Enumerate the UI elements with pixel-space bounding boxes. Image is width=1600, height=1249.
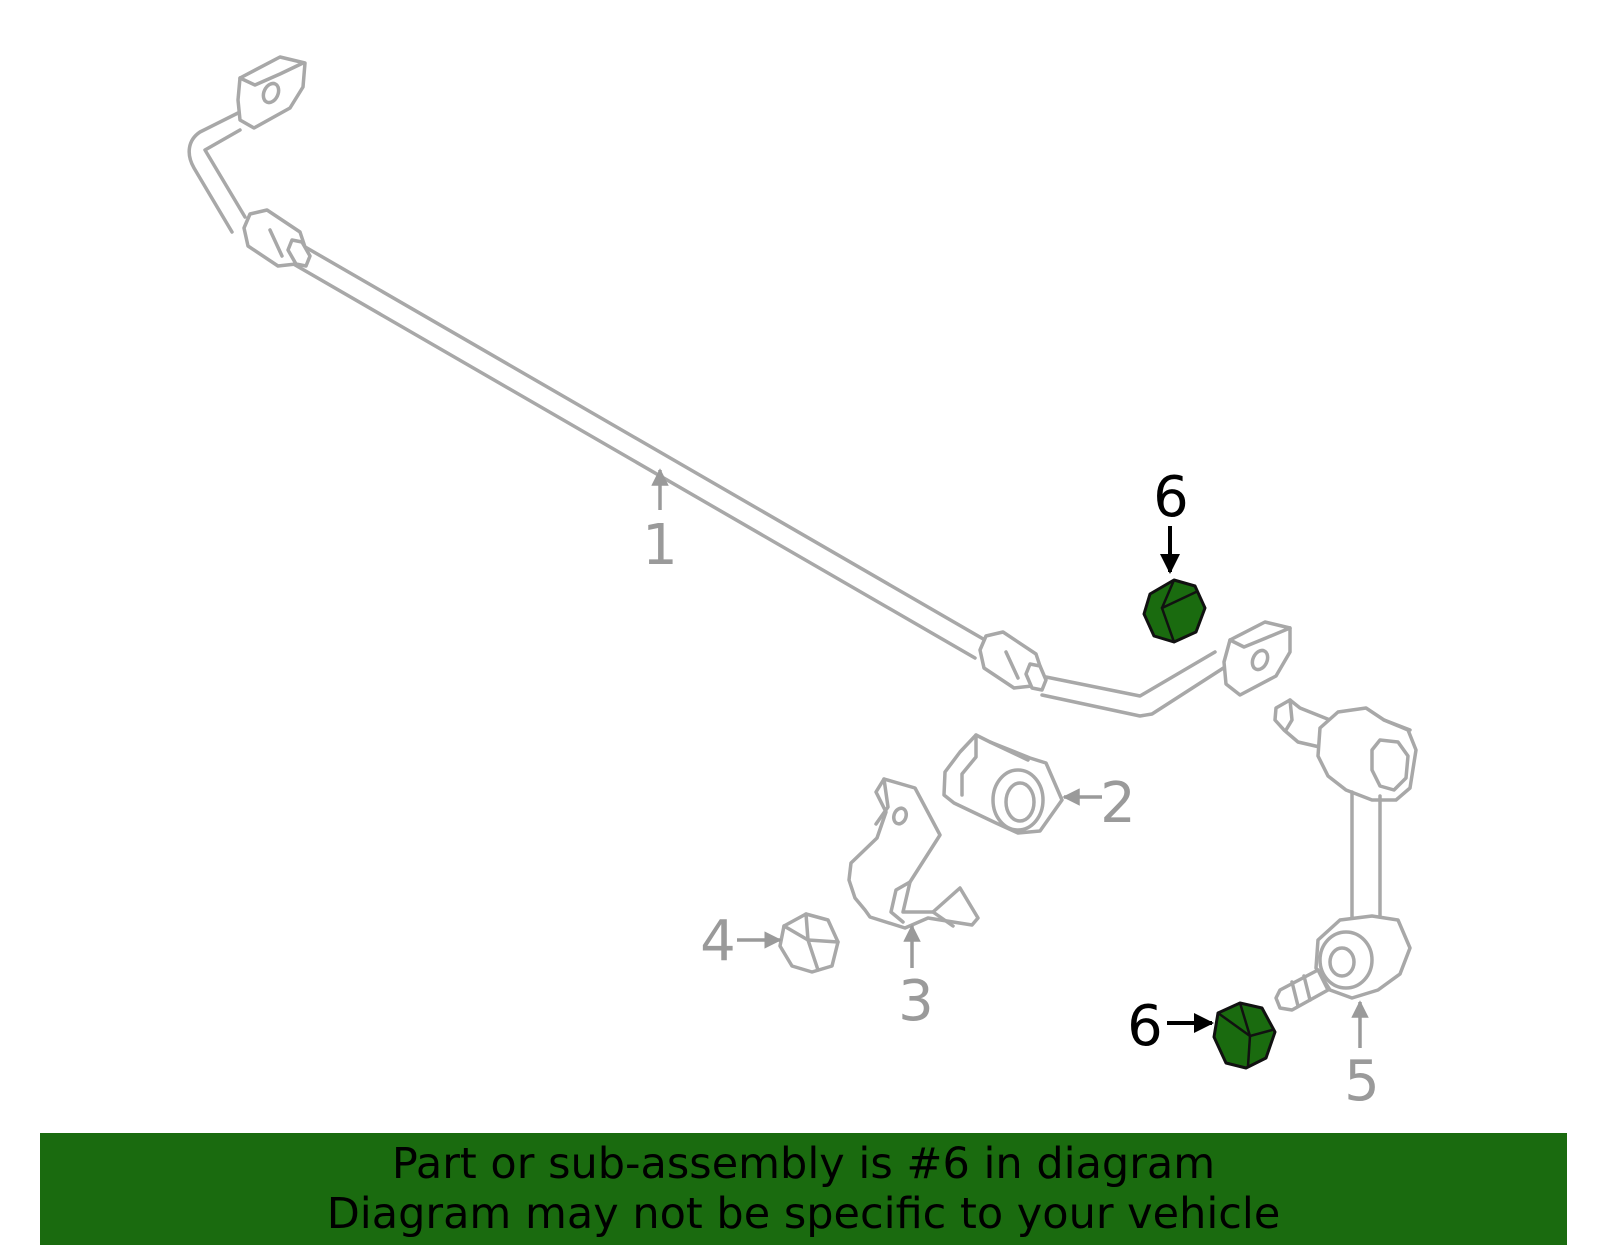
banner-line-1: Part or sub-assembly is #6 in diagram xyxy=(391,1139,1216,1189)
nut-part-6-bottom xyxy=(1212,1001,1277,1070)
callout-3: 3 xyxy=(898,969,934,1034)
callout-6-top: 6 xyxy=(1153,465,1189,530)
banner-line-2: Diagram may not be specific to your vehi… xyxy=(326,1189,1281,1239)
nut-part-4 xyxy=(778,912,840,974)
callout-2: 2 xyxy=(1100,771,1136,836)
bracket xyxy=(847,777,980,930)
stabilizer-bar xyxy=(187,55,1292,718)
callout-6-bottom: 6 xyxy=(1127,994,1163,1059)
callout-4: 4 xyxy=(700,909,736,974)
nut-part-6-top xyxy=(1142,578,1207,644)
info-banner: Part or sub-assembly is #6 in diagram Di… xyxy=(40,1133,1567,1245)
callout-5: 5 xyxy=(1344,1049,1380,1114)
stabilizer-link xyxy=(1273,698,1418,1012)
callout-1: 1 xyxy=(642,513,678,578)
bushing xyxy=(942,733,1064,835)
